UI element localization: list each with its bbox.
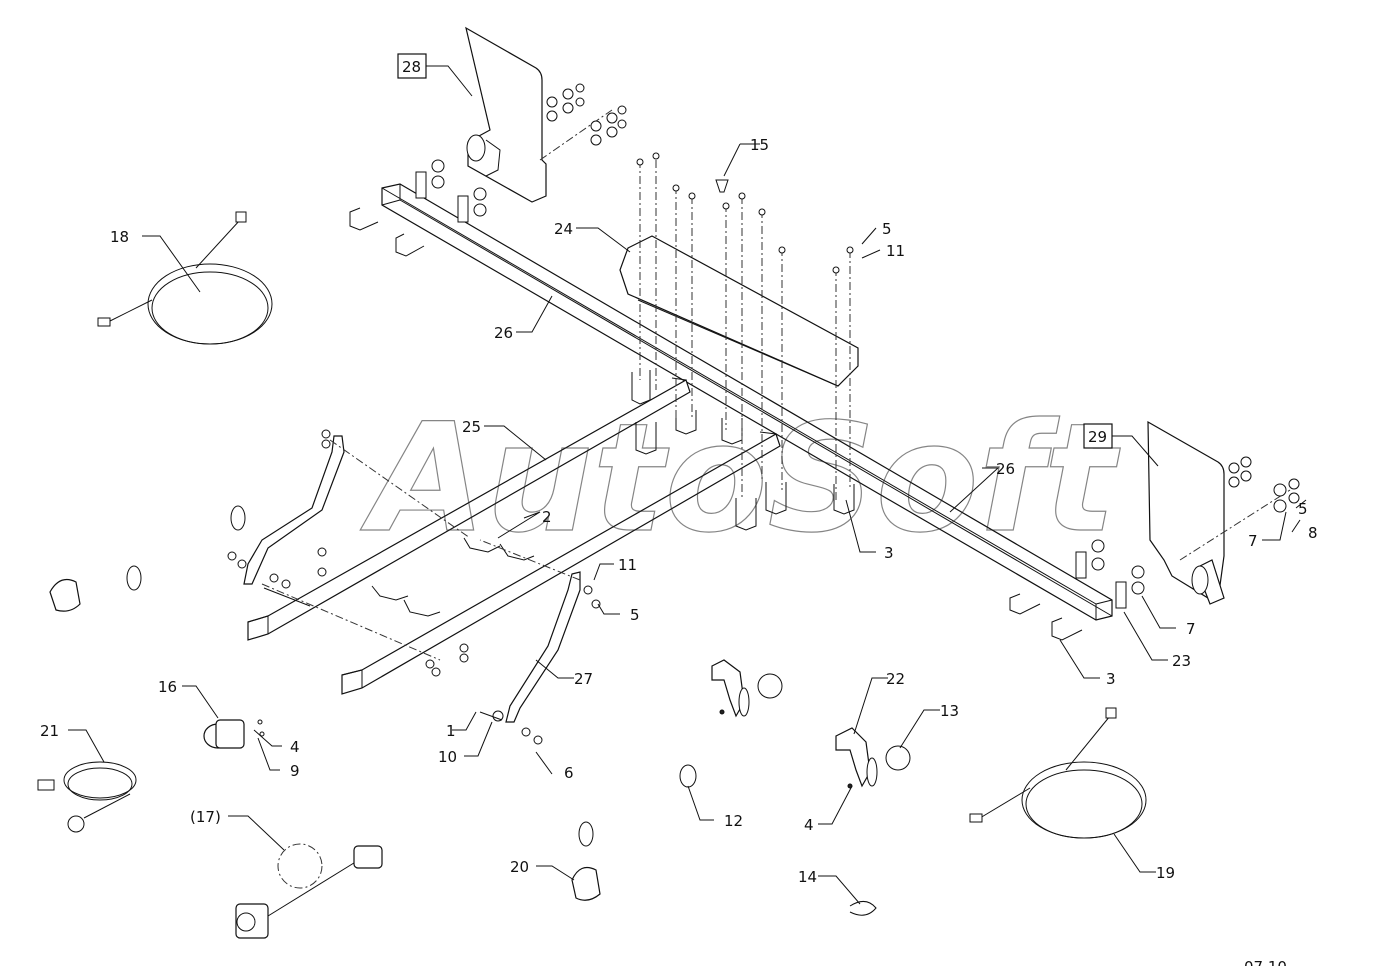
plug-17	[235, 843, 383, 939]
grommets	[49, 505, 697, 901]
label-26a: 26	[494, 324, 513, 342]
label-3b: 3	[1106, 670, 1116, 688]
label-5a: 5	[882, 220, 892, 238]
label-11b: 11	[618, 556, 637, 574]
label-19: 19	[1156, 864, 1175, 882]
mud-flap-28	[465, 26, 547, 203]
label-4a: 4	[290, 738, 300, 756]
label-27: 27	[574, 670, 593, 688]
label-2: 2	[542, 508, 552, 526]
leader-lines	[68, 65, 1307, 905]
cable-coil-18	[97, 211, 273, 345]
mud-flap-29	[1147, 420, 1225, 605]
label-28: 28	[402, 58, 421, 76]
boxed-labels: 28 29	[397, 53, 1113, 449]
assembly-center-lines	[261, 109, 1291, 661]
beam-25	[247, 377, 691, 641]
label-26b: 26	[996, 460, 1015, 478]
label-4b: 4	[804, 816, 814, 834]
label-3a: 3	[884, 544, 894, 562]
corner-code: 07.10	[1244, 958, 1287, 966]
label-8: 8	[1308, 524, 1318, 542]
label-24: 24	[554, 220, 573, 238]
u-bolts	[349, 207, 1083, 641]
label-11a: 11	[886, 242, 905, 260]
beam-lower	[341, 431, 781, 695]
label-25: 25	[462, 418, 481, 436]
label-22: 22	[886, 670, 905, 688]
label-7a: 7	[1248, 532, 1258, 550]
socket-16	[203, 719, 265, 749]
label-20: 20	[510, 858, 529, 876]
watermark-text: AutoSoft	[360, 392, 1121, 566]
label-23: 23	[1172, 652, 1191, 670]
label-13: 13	[940, 702, 959, 720]
label-14: 14	[798, 868, 817, 886]
label-5b: 5	[1298, 500, 1308, 518]
label-15: 15	[750, 136, 769, 154]
mounting-plate-24	[619, 235, 859, 387]
label-7b: 7	[1186, 620, 1196, 638]
stay-bracket-left	[243, 435, 345, 585]
label-10: 10	[438, 748, 457, 766]
cable-21	[37, 761, 137, 833]
stay-bracket-27	[505, 571, 581, 723]
label-21: 21	[40, 722, 59, 740]
label-12: 12	[724, 812, 743, 830]
crossbar-26	[381, 183, 1113, 621]
fasteners	[227, 83, 1300, 745]
callout-labels: 1 2 3 3 4 4 5 5 5 6 7 7 8 9 10 11 11 12 …	[40, 136, 1318, 886]
label-29: 29	[1088, 428, 1107, 446]
label-9: 9	[290, 762, 300, 780]
label-6: 6	[564, 764, 574, 782]
label-18: 18	[110, 228, 129, 246]
cable-coil-19	[969, 707, 1147, 839]
label-1: 1	[446, 722, 456, 740]
label-5c: 5	[630, 606, 640, 624]
label-17: (17)	[190, 808, 221, 826]
reflector-brackets	[711, 659, 911, 916]
label-16: 16	[158, 678, 177, 696]
